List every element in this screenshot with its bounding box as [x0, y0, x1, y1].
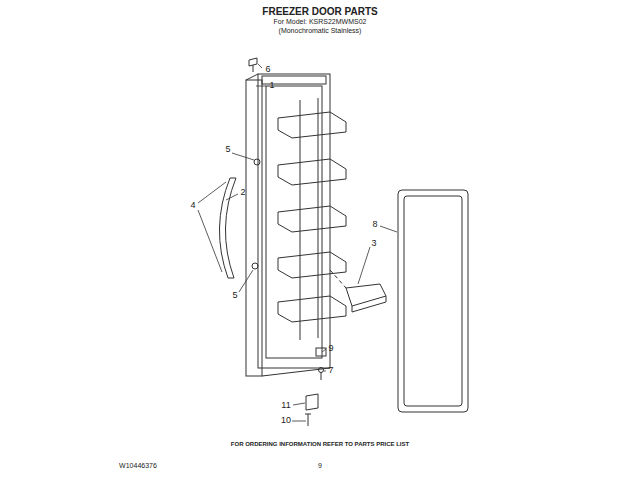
document-number: W10446376 — [119, 462, 157, 470]
callout-number: 11 — [281, 401, 290, 411]
screw — [319, 368, 324, 373]
door-bin — [278, 252, 346, 278]
callout-number: 5 — [225, 145, 230, 155]
page-number: 9 — [318, 462, 322, 470]
door-panel — [258, 74, 330, 368]
callout-number: 8 — [372, 220, 377, 230]
model-finish: (Monochromatic Stainless) — [279, 27, 362, 35]
screw — [252, 263, 258, 269]
callout-number: 3 — [371, 239, 376, 249]
callout-number: 6 — [265, 65, 270, 75]
bracket — [346, 284, 386, 306]
footer-note: FOR ORDERING INFORMATION REFER TO PARTS … — [231, 441, 409, 448]
callout-number: 1 — [269, 81, 274, 91]
callout-number: 4 — [190, 201, 195, 211]
leader-lines — [198, 64, 397, 421]
door-bin — [278, 159, 346, 185]
gasket — [398, 190, 468, 412]
screw — [249, 58, 257, 66]
door-bin — [278, 112, 346, 138]
door-liner — [266, 86, 322, 358]
callout-number: 7 — [328, 366, 333, 376]
screw — [254, 159, 260, 165]
door-edge — [246, 80, 262, 376]
callout-number: 9 — [328, 344, 333, 354]
page-title: FREEZER DOOR PARTS — [262, 6, 377, 17]
callout-number: 5 — [232, 291, 237, 301]
hinge — [306, 394, 318, 410]
callout-number: 2 — [240, 188, 245, 198]
stop — [316, 348, 326, 356]
screw — [308, 414, 309, 426]
door-bin — [278, 296, 346, 322]
callout-number: 10 — [281, 416, 291, 426]
door-bin — [278, 206, 346, 232]
handle — [219, 178, 230, 278]
model-number: For Model: KSRS22MWMS02 — [274, 18, 367, 26]
